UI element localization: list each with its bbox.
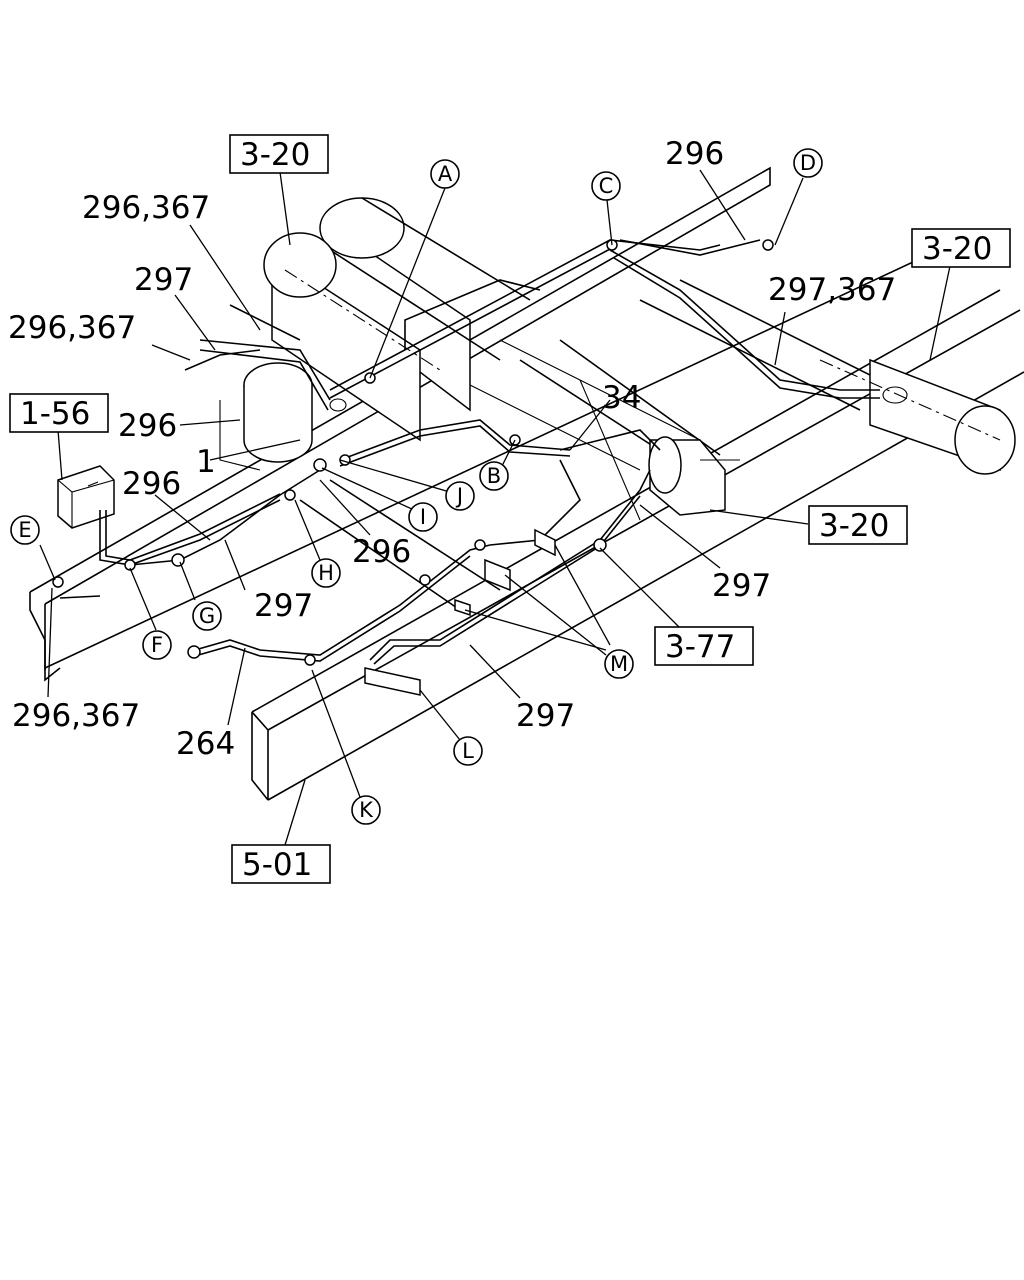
- callout-letter: I: [420, 505, 426, 529]
- ref-label: 3-20: [819, 508, 889, 544]
- part-number-label: 1: [196, 444, 216, 480]
- part-number-label: 296,367: [8, 310, 136, 346]
- part-number-label: 297: [134, 262, 193, 298]
- part-number-label: 296: [665, 136, 724, 172]
- callout-G: G: [192, 601, 222, 631]
- callout-M: M: [604, 649, 634, 679]
- ref-label: 5-01: [242, 847, 312, 883]
- part-number-label: 296,367: [82, 190, 210, 226]
- ref-label: 3-20: [240, 137, 310, 173]
- boxed-reference-5-01: 5-01: [231, 844, 331, 884]
- callout-letter: A: [438, 162, 453, 186]
- callout-I: I: [408, 502, 438, 532]
- air-tank-front: [263, 232, 441, 442]
- ref-label: 1-56: [20, 396, 90, 432]
- callout-letter: B: [487, 464, 501, 488]
- air-tank-rear: [319, 197, 531, 412]
- callout-letter: D: [800, 151, 816, 175]
- boxed-reference-1-56: 1-56: [9, 393, 109, 433]
- callout-letter: L: [462, 739, 474, 763]
- part-number-label: 264: [176, 726, 235, 762]
- callout-K: K: [351, 795, 381, 825]
- ref-label: 3-77: [665, 629, 735, 665]
- callout-letter: G: [199, 604, 215, 628]
- callout-letter: K: [359, 798, 374, 822]
- part-number-label: 296: [352, 534, 411, 570]
- callout-H: H: [311, 558, 341, 588]
- callout-letter: H: [318, 561, 334, 585]
- callout-letter: M: [610, 652, 628, 676]
- air-dryer: [219, 362, 347, 471]
- brake-chamber: [648, 436, 740, 516]
- part-number-label: 296: [118, 408, 177, 444]
- leader-lines: [39, 169, 951, 846]
- part-number-labels: 296,367 297 296,367 296 1 296 296 297 29…: [8, 136, 896, 762]
- boxed-reference-3-20-mid: 3-20: [808, 505, 908, 545]
- callout-D: D: [793, 148, 823, 178]
- callout-letter: F: [151, 633, 163, 657]
- callout-L: L: [453, 736, 483, 766]
- callout-J: J: [445, 481, 475, 511]
- ref-label: 3-20: [922, 231, 992, 267]
- part-number-label: 297,367: [768, 272, 896, 308]
- callout-B: B: [479, 461, 509, 491]
- callout-C: C: [591, 171, 621, 201]
- callout-A: A: [430, 159, 460, 189]
- part-number-label: 297: [516, 698, 575, 734]
- callout-F: F: [142, 630, 172, 660]
- callout-letter: J: [455, 484, 463, 508]
- part-number-label: 34: [602, 380, 641, 416]
- boxed-reference-3-20-right: 3-20: [911, 228, 1011, 268]
- part-number-label: 297: [712, 568, 771, 604]
- callout-letter: C: [599, 174, 614, 198]
- part-number-label: 296: [122, 466, 181, 502]
- callout-E: E: [10, 515, 40, 545]
- brake-pipes: [52, 239, 880, 696]
- chassis-frame: [29, 166, 1024, 801]
- part-number-label: 297: [254, 588, 313, 624]
- air-tank-right: [819, 358, 1016, 475]
- boxed-reference-3-20-top: 3-20: [229, 134, 329, 174]
- part-number-label: 296,367: [12, 698, 140, 734]
- boxed-reference-3-77: 3-77: [654, 626, 754, 666]
- callout-letter: E: [18, 518, 31, 542]
